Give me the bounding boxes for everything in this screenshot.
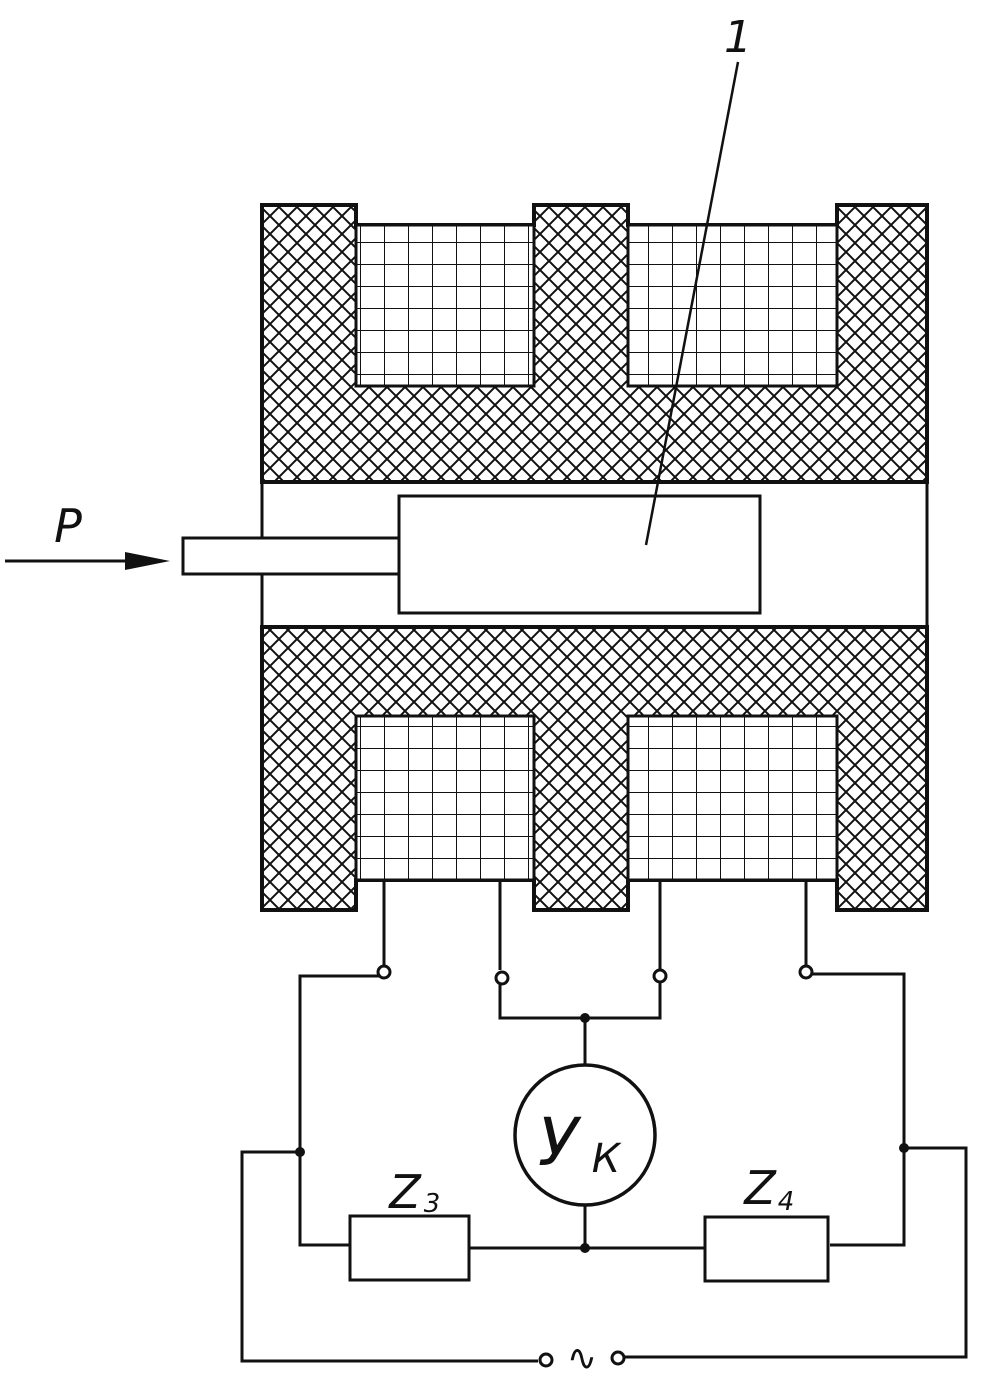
part-leader-line (644, 61, 740, 546)
terminal-4 (798, 964, 814, 980)
meter-circle (513, 1063, 657, 1207)
armature-body (397, 494, 762, 615)
circuit-wiring (240, 880, 968, 1363)
meter-subscript: К (592, 1136, 622, 1182)
z3-label: Z (387, 1165, 422, 1219)
upper-core (260, 203, 929, 484)
junctions (295, 1013, 909, 1253)
terminal-2 (494, 970, 510, 986)
z3-subscript: 3 (424, 1189, 441, 1219)
plunger-rod (181, 536, 401, 576)
force-arrow (5, 552, 170, 570)
supply-terminal-right (610, 1350, 626, 1366)
z4-subscript: 4 (778, 1187, 795, 1217)
terminal-3 (652, 968, 668, 984)
z4-label: Z (742, 1161, 777, 1215)
terminal-1 (376, 964, 392, 980)
z3-resistor (348, 1214, 471, 1282)
terminals (376, 964, 814, 1368)
lower-core (260, 625, 929, 912)
meter-label: У (538, 1104, 582, 1181)
z4-resistor (703, 1215, 830, 1283)
supply-terminal-left (538, 1352, 554, 1368)
ac-source-symbol: ∿ (567, 1338, 597, 1379)
force-label: P (54, 499, 82, 553)
part-number-label: 1 (724, 12, 752, 63)
